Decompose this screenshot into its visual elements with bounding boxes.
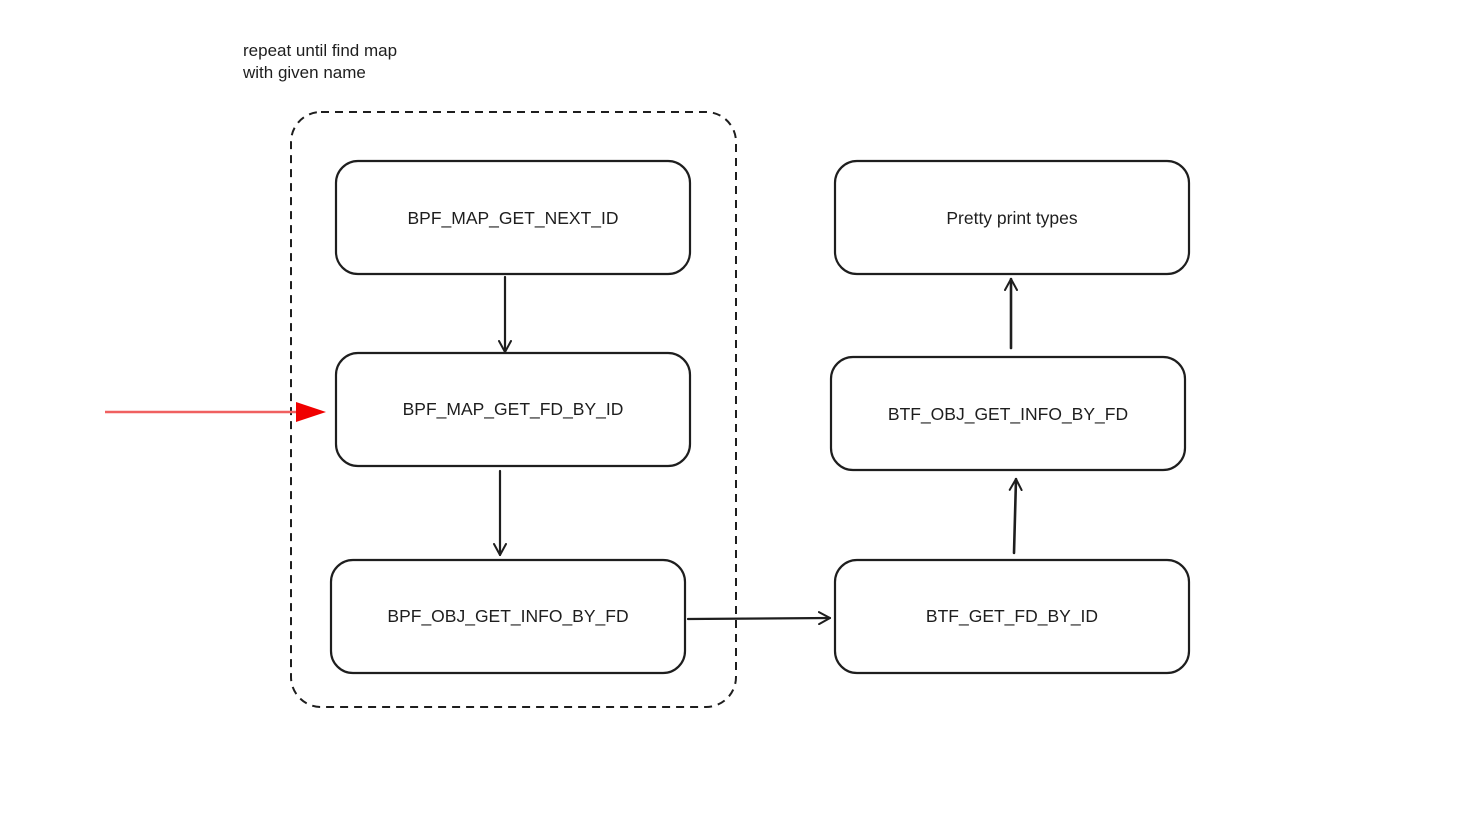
node-obj-get-info-by-fd-label: BPF_OBJ_GET_INFO_BY_FD — [387, 606, 628, 627]
node-pretty-print-label: Pretty print types — [946, 208, 1078, 228]
node-map-get-fd-by-id[interactable]: BPF_MAP_GET_FD_BY_ID — [334, 351, 692, 468]
arrow-obj-info-to-btf-fd — [686, 611, 832, 626]
arrow-btf-fd-to-btf-info — [1008, 477, 1023, 555]
node-btf-obj-get-info-by-fd-label: BTF_OBJ_GET_INFO_BY_FD — [888, 404, 1128, 425]
node-obj-get-info-by-fd[interactable]: BPF_OBJ_GET_INFO_BY_FD — [329, 558, 687, 675]
node-btf-get-fd-by-id[interactable]: BTF_GET_FD_BY_ID — [833, 558, 1191, 675]
node-map-get-next-id-label: BPF_MAP_GET_NEXT_ID — [407, 208, 618, 229]
entry-arrow — [105, 402, 326, 422]
loop-annotation: repeat until find map with given name — [243, 40, 397, 84]
node-map-get-fd-by-id-label: BPF_MAP_GET_FD_BY_ID — [403, 399, 624, 420]
node-map-get-next-id[interactable]: BPF_MAP_GET_NEXT_ID — [334, 159, 692, 276]
node-btf-obj-get-info-by-fd[interactable]: BTF_OBJ_GET_INFO_BY_FD — [829, 355, 1187, 472]
loop-annotation-line-1: repeat until find map — [243, 41, 398, 60]
node-btf-get-fd-by-id-label: BTF_GET_FD_BY_ID — [926, 606, 1098, 627]
loop-annotation-line-2: with given name — [243, 63, 366, 82]
node-pretty-print[interactable]: Pretty print types — [833, 159, 1191, 276]
loop-group-boundary — [290, 111, 737, 708]
